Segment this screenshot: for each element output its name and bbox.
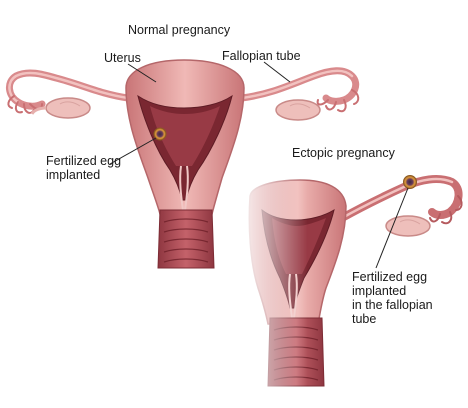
- normal-pregnancy-title: Normal pregnancy: [128, 23, 231, 37]
- normal-right-fallopian-tube: [238, 67, 360, 105]
- ectopic-egg-label-line-4: tube: [352, 312, 377, 326]
- ectopic-fimbriae: [429, 195, 463, 225]
- leader-lines: [109, 61, 409, 269]
- normal-egg-label: Fertilized egg implanted: [46, 154, 156, 182]
- uterus-leader-line: [127, 63, 157, 83]
- normal-egg-label-line-2: implanted: [46, 168, 101, 182]
- normal-right-ovary: [275, 99, 321, 121]
- ectopic-egg-leader-line: [375, 187, 409, 269]
- ectopic-egg-label-line-1: Fertilized egg: [352, 270, 428, 284]
- normal-left-ovary: [45, 97, 91, 119]
- fallopian-tube-leader-line: [263, 61, 291, 83]
- normal-egg-label-line-1: Fertilized egg: [46, 154, 122, 168]
- ectopic-ovary: [385, 215, 431, 237]
- ectopic-egg-label: Fertilized egg implanted in the fallopia…: [352, 270, 464, 326]
- ectopic-fertilized-egg: [403, 175, 417, 189]
- fallopian-tube-label: Fallopian tube: [222, 49, 301, 63]
- ectopic-egg-label-line-2: implanted: [352, 284, 407, 298]
- normal-fertilized-egg: [153, 127, 167, 141]
- normal-uterus-illustration: [6, 59, 360, 269]
- normal-right-fimbriae: [316, 89, 360, 113]
- ectopic-pregnancy-title: Ectopic pregnancy: [292, 146, 395, 160]
- ectopic-egg-label-line-3: in the fallopian: [352, 298, 433, 312]
- uterus-label: Uterus: [104, 51, 141, 65]
- normal-egg-leader-line: [109, 137, 157, 165]
- ectopic-uterus-illustration: [236, 170, 463, 395]
